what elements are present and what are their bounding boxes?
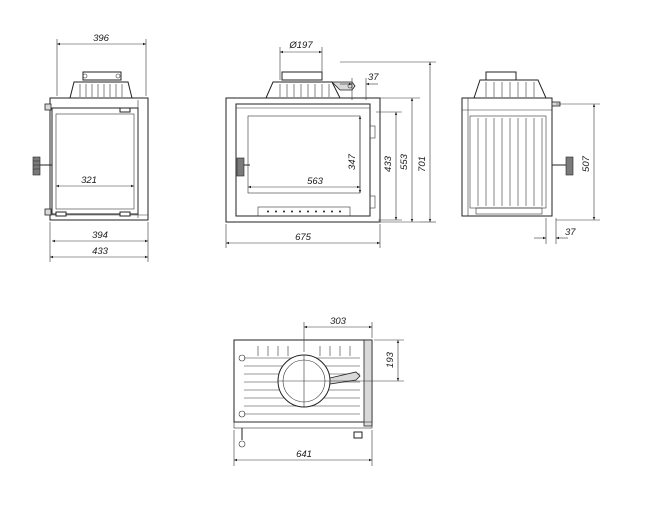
- dim-label: 553: [399, 153, 410, 170]
- dim-label: Ø197: [288, 40, 313, 51]
- dim-front-overall-width: 433: [50, 246, 148, 259]
- rear-flue-collar: [473, 71, 547, 99]
- dim-main-body-height: 553: [380, 97, 420, 223]
- rear-body: [461, 97, 553, 217]
- dim-label: 433: [383, 155, 394, 172]
- dim-top-flue-center-x: 303: [303, 316, 373, 352]
- dim-rear-depth-offset: 37: [534, 218, 576, 244]
- dim-front-inner-width: 321: [56, 175, 134, 188]
- dim-label: 701: [417, 156, 428, 172]
- front-flue-collar: [69, 71, 133, 99]
- dim-main-flue-offset: 37: [340, 72, 379, 100]
- dim-main-overall-width: 675: [225, 224, 381, 248]
- front-glass: [55, 113, 135, 210]
- dim-label: 303: [330, 316, 347, 327]
- front-view: 396 321 394 433: [32, 33, 149, 262]
- top-flue-outlet: [277, 354, 331, 408]
- main-body: [225, 97, 381, 223]
- dim-label: 641: [296, 449, 312, 460]
- dim-label: 675: [295, 232, 312, 243]
- dim-front-top-width: 396: [56, 33, 147, 96]
- rear-handle: [552, 156, 574, 176]
- dim-main-glass-width: 563: [248, 176, 360, 189]
- rear-view: 507 37: [461, 71, 600, 244]
- dim-label: 507: [581, 155, 592, 172]
- main-view: Ø197 37 563 347 433: [225, 40, 436, 248]
- dim-label: 563: [307, 176, 324, 187]
- main-air-vent: [257, 206, 351, 217]
- dim-front-body-width: 394: [49, 222, 149, 262]
- main-flue-collar: [265, 71, 356, 99]
- dim-main-opening-height: 433: [376, 111, 402, 221]
- rear-fins: [477, 118, 543, 206]
- dim-top-flue-center-y: 193: [330, 339, 404, 382]
- dim-main-glass-height: 347: [347, 116, 362, 193]
- main-door-handle: [236, 157, 250, 177]
- top-view: 303 193 641: [233, 316, 404, 466]
- dim-label: 37: [368, 72, 379, 83]
- dim-label: 394: [92, 230, 108, 241]
- front-body: [49, 97, 149, 221]
- dim-label: 347: [347, 153, 358, 170]
- top-fin-ticks: [257, 346, 351, 356]
- dim-rear-handle-height: 507: [556, 103, 600, 221]
- front-door-handle: [32, 156, 52, 176]
- dim-top-overall-depth: 641: [233, 430, 373, 466]
- dim-main-overall-height: 701: [340, 61, 436, 223]
- dim-label: 433: [92, 246, 109, 257]
- dim-label: 37: [565, 227, 576, 238]
- dim-main-flue-diameter: Ø197: [279, 40, 323, 80]
- top-handle: [238, 428, 246, 448]
- dim-label: 321: [81, 175, 97, 186]
- dim-label: 193: [385, 351, 396, 368]
- dim-label: 396: [93, 33, 110, 44]
